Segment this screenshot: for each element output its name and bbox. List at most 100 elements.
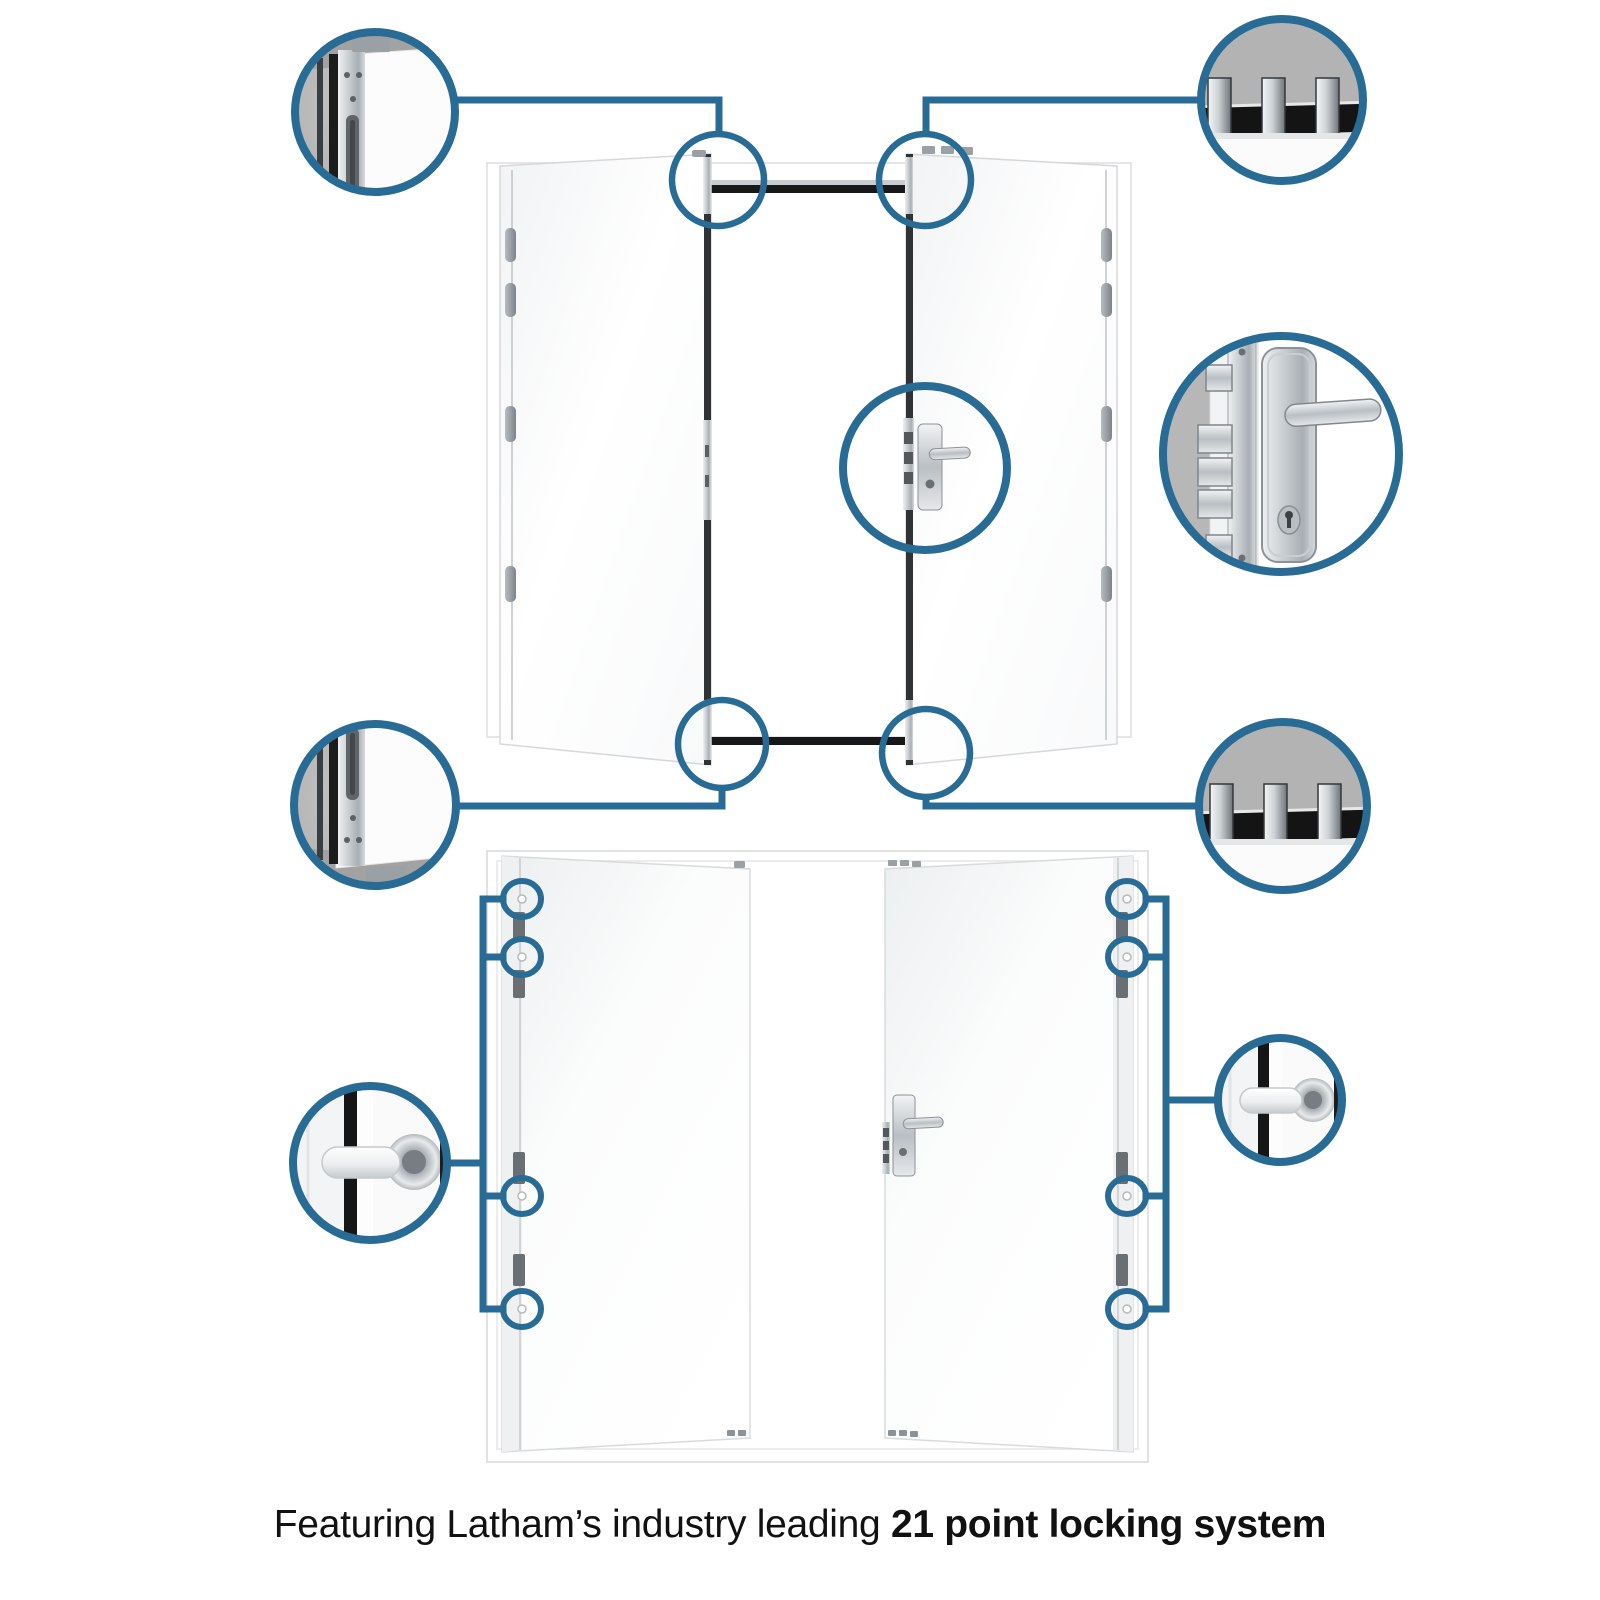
lock-keep-mid [703,420,711,520]
dog-bolt-pin-large [321,1146,401,1179]
hinge [505,283,516,317]
flush-bolt-keep-top [905,157,913,214]
hook-bolt [1197,424,1233,454]
callout-marker-pin [1105,936,1149,978]
bottom-transom-bar [711,737,906,745]
dog-bolt-tab [1209,783,1234,841]
handle-backplate-inner [1267,353,1311,557]
detail-circle-frame-keeper-bottom [290,720,460,890]
dog-bolt-tab [941,146,954,154]
callout-marker-pin [500,1175,544,1217]
detail-ring [1214,1034,1346,1166]
dog-bolt-pin [517,1304,527,1314]
dog-bolt-pin [1122,894,1132,904]
dog-bolt-pin [1122,1304,1132,1314]
bottom-dog-bolt [727,1430,735,1436]
dog-bolt-tabs [1209,783,1342,841]
hinge [505,228,516,262]
callout-marker-pin [500,936,544,978]
bottom-dog-bolt [738,1430,746,1436]
top-right-door-leaf [903,146,1118,766]
hinge [1101,283,1112,317]
handle-lever [1284,398,1382,427]
screw [1238,554,1246,562]
hinge [1116,1254,1128,1286]
door-top-edge [1199,839,1367,845]
top-pin-cap [734,861,745,868]
bottom-dog-bolt [899,1430,907,1436]
hinge [505,566,516,602]
keyhole [899,1148,907,1156]
detail-ring [289,1082,451,1244]
detail-circle-frame-keeper-top [291,28,459,196]
handle-highlight-ring [839,382,1011,554]
keyhole [925,479,935,489]
keeper-socket-center [402,1150,426,1174]
dog-bolt-tab [1317,783,1342,841]
hinge [1101,406,1112,442]
frame-edge-line [317,58,323,192]
hinge [505,406,516,442]
detail-ring [1197,15,1367,185]
lock-bolt [904,432,913,444]
handle-backplate [892,1094,916,1177]
lock-bolt [904,452,913,464]
frame-edge-line [317,728,323,860]
door-handle-set [903,418,971,511]
caption: Featuring Latham’s industry leading 21 p… [0,1503,1600,1547]
dog-bolt-pin [517,894,527,904]
detail-ring [1159,332,1403,576]
callout-marker-pin [1105,1175,1149,1217]
gasket-strip [329,726,338,864]
dog-bolt-pin [1122,1191,1132,1201]
dog-bolt-tabs [1207,77,1340,135]
dog-bolt-tab [1261,77,1286,135]
keyhole [1285,511,1293,519]
callout-marker-pin [1105,878,1149,920]
top-left-door-leaf [499,150,712,766]
screw [356,837,362,843]
bottom-dog-bolt [910,1431,918,1437]
door-handle-set [882,1094,944,1177]
handle-backplate [917,423,943,511]
screw [356,72,362,78]
flush-bolt-keep-bottom [905,700,913,760]
keep-slot [705,445,709,457]
handle-lever [928,446,971,461]
detail-circle-pin-right [1214,1034,1346,1166]
detail-ring [1195,718,1371,894]
dog-bolt-pin [517,952,527,962]
callout-connector-lines [451,96,1207,810]
top-transom-bar-silver [711,180,906,185]
keep-slot [705,475,709,487]
screw [350,815,356,821]
top-door-assembly [451,96,1207,810]
callout-marker-pin [1105,1288,1149,1330]
dog-bolt-tab [1263,783,1288,841]
left-callout-bracket [444,895,507,1313]
hook-bolt [1197,457,1233,487]
lock-bolt [904,472,913,484]
detail-circle-dog-bolts-bottom [1195,718,1371,894]
detail-circle-multipoint-lock [1159,332,1403,576]
lock-bolt [883,1154,889,1163]
bottom-right-door-leaf [882,855,1134,1453]
pin-cap [352,34,390,52]
caption-prefix: Featuring Latham’s industry leading [273,1503,891,1546]
keyhole-slot [1287,518,1291,528]
hinge [1101,228,1112,262]
hook-bolt [1197,489,1233,519]
flush-bolt-keep-bottom [703,700,711,760]
keeper-socket-center [1304,1091,1322,1109]
dog-bolt-tab [1207,77,1232,135]
callout-marker-pin [500,878,544,920]
screw [344,72,350,78]
bottom-door-assembly [444,850,1221,1463]
top-transom-bar [711,185,906,193]
handle-lever [902,1116,944,1130]
screw [1238,348,1246,356]
dog-bolt-tab [912,861,921,867]
door-top-edge [1201,133,1363,139]
